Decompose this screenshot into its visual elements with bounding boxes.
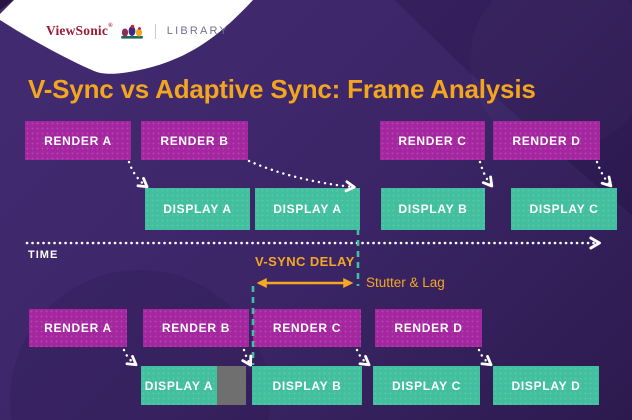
adaptive-display-b: DISPLAY B [252,366,362,405]
viewsonic-wordmark: ViewSonic® [46,23,113,38]
viewsonic-finches-icon [120,24,143,39]
adaptive-render-b: RENDER B [143,309,249,347]
adaptive-display-c: DISPLAY C [373,366,480,405]
vsync-render-d: RENDER D [493,121,600,160]
registered-mark: ® [108,23,113,29]
page-title: V-Sync vs Adaptive Sync: Frame Analysis [28,74,536,104]
time-axis-label: TIME [28,249,59,261]
vsync-arrow-c [478,160,494,188]
adaptive-render-d: RENDER D [375,309,482,347]
adaptive-arrow-c [355,348,371,367]
vsync-arrow-b [247,159,356,193]
brand-logo: ViewSonic® LIBRARY [46,21,229,41]
vsync-arrow-d [595,160,613,188]
adaptive-render-a: RENDER A [29,309,127,347]
vsync-display-a1: DISPLAY A [145,188,250,230]
stutter-lag-label: Stutter & Lag [366,275,445,290]
vsync-display-b: DISPLAY B [381,188,485,230]
adaptive-arrow-b [241,348,253,367]
vsync-render-c: RENDER C [380,121,485,160]
vsync-arrow-a [127,160,149,189]
vsync-render-a: RENDER A [25,121,131,160]
vsync-display-c: DISPLAY C [511,188,617,230]
adaptive-render-c: RENDER C [253,309,361,347]
adaptive-arrow-a [122,348,138,367]
adaptive-arrow-d [477,348,493,367]
adaptive-display-d: DISPLAY D [493,366,599,405]
logo-divider [154,23,156,39]
vsync-render-b: RENDER B [141,121,248,160]
adaptive-display-a: DISPLAY A [141,366,217,405]
library-label: LIBRARY [166,25,230,37]
vsync-delay-label: V-SYNC DELAY [255,254,355,269]
repeated-frame-gray-segment [217,366,246,405]
vsync-display-a2: DISPLAY A [255,188,360,230]
